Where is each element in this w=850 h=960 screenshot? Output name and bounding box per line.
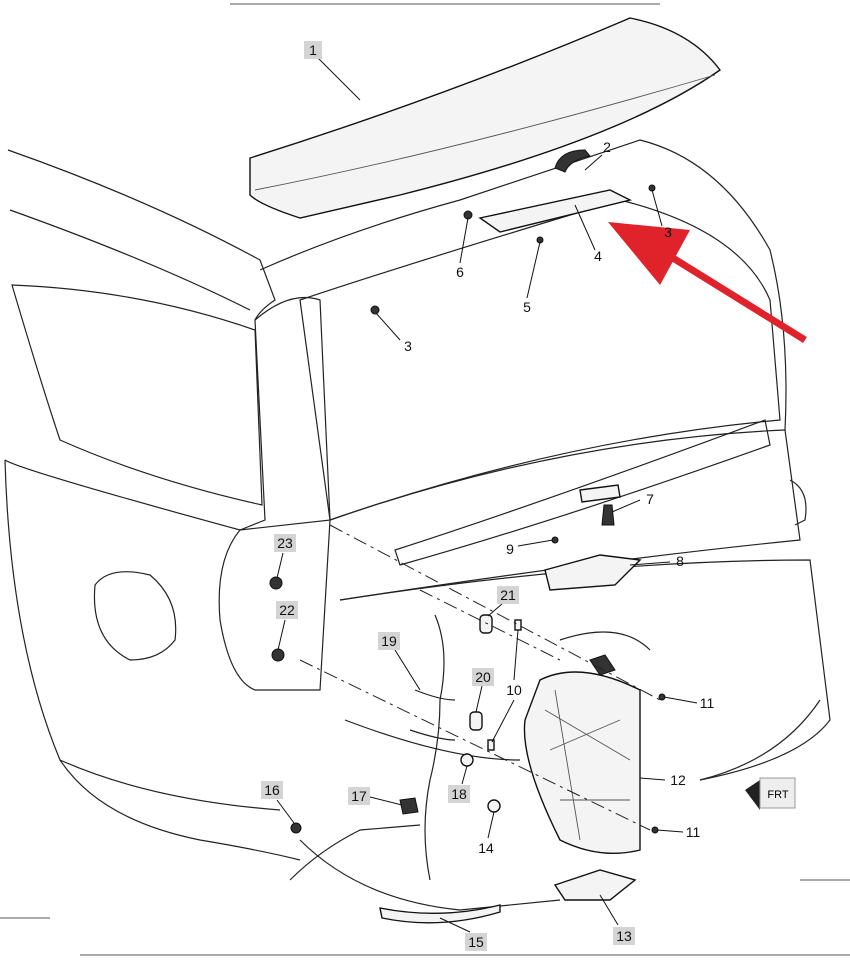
callout-18: 18 [451, 786, 467, 802]
callout-4: 4 [594, 248, 602, 264]
callout-10: 10 [506, 682, 522, 698]
callout-12: 12 [670, 772, 686, 788]
callout-5: 5 [523, 299, 531, 315]
grommet-21 [479, 614, 493, 634]
callout-23: 23 [277, 535, 293, 551]
frt-label: FRT [767, 789, 788, 801]
high-mount-stop-lamp [478, 189, 633, 233]
callout-20: 20 [475, 669, 491, 685]
callout-labels: 1 2 3 4 5 6 3 7 8 9 21 19 20 10 23 22 11… [261, 41, 714, 951]
callout-7: 7 [646, 491, 654, 507]
wiring-harness [409, 614, 456, 881]
callout-13: 13 [616, 928, 632, 944]
callout-1: 1 [309, 42, 317, 58]
clip-16 [290, 822, 302, 834]
callout-11-lower: 11 [686, 824, 701, 840]
callout-14: 14 [478, 840, 494, 856]
red-indicator-arrow [608, 222, 807, 343]
callout-9: 9 [506, 541, 514, 557]
callout-16: 16 [264, 782, 280, 798]
license-lamp-8 [544, 554, 642, 591]
callout-22: 22 [279, 602, 295, 618]
tail-lamp-12 [523, 671, 641, 854]
callout-3-lower: 3 [404, 338, 412, 354]
callout-15: 15 [468, 934, 484, 950]
callout-11-upper: 11 [700, 695, 715, 711]
fastener-3-lower [370, 305, 380, 315]
guide-line [329, 524, 661, 701]
spacer-10-lower [487, 739, 495, 751]
nut-23 [269, 576, 283, 590]
callout-2: 2 [603, 139, 611, 155]
leader-lines [276, 57, 698, 933]
clip-7 [601, 504, 615, 526]
nut-22 [271, 648, 285, 662]
callout-19: 19 [381, 633, 397, 649]
rear-spoiler [249, 17, 721, 219]
clip-17 [399, 797, 419, 815]
callout-17: 17 [351, 788, 367, 804]
grommet-20 [469, 711, 483, 731]
grommet-18 [460, 753, 474, 767]
front-orientation-marker: FRT [745, 777, 796, 810]
tail-lamp-connector [589, 654, 616, 676]
bracket-13 [553, 869, 637, 901]
callout-21: 21 [500, 587, 516, 603]
callout-8: 8 [676, 553, 684, 569]
guide-line [299, 659, 651, 831]
callout-3-upper: 3 [664, 224, 672, 240]
screw-6 [463, 210, 473, 220]
emblem [579, 484, 621, 503]
vehicle-body [4, 139, 831, 911]
grommet-14 [487, 799, 501, 813]
callout-6: 6 [456, 264, 464, 280]
spacer-10-upper [514, 619, 522, 631]
lamp-connector [554, 149, 591, 173]
reflector-15 [379, 904, 501, 924]
